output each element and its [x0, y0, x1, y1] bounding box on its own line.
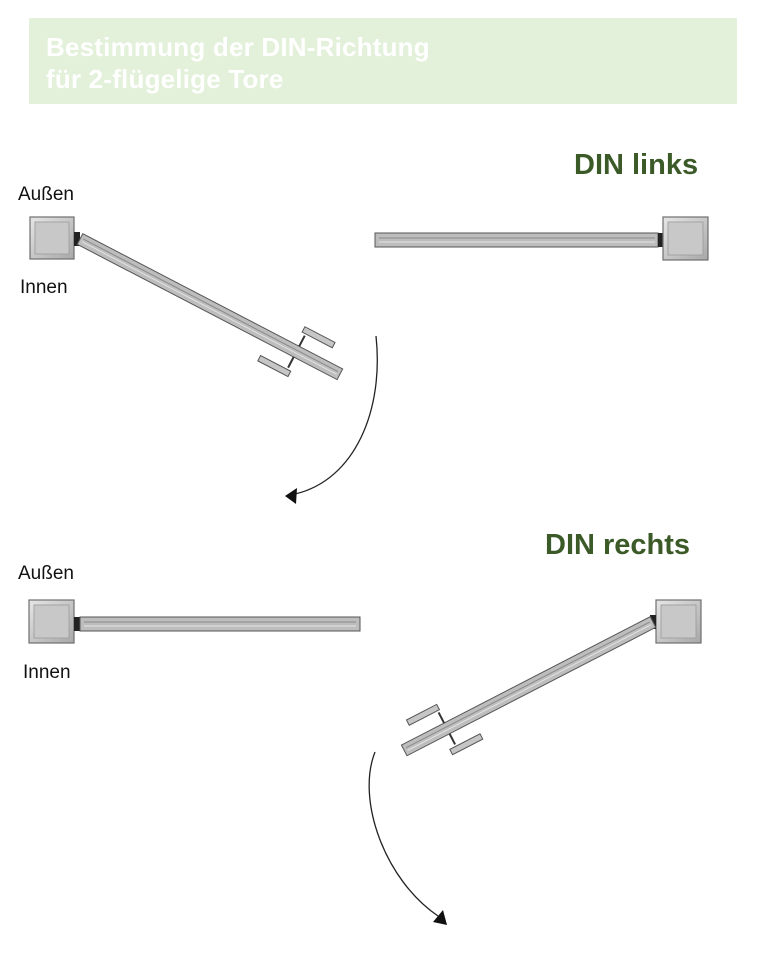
title-line-2: für 2-flügelige Tore: [46, 64, 284, 94]
inside-label-rechts: Innen: [23, 662, 71, 683]
gate-post-right-bottom: [650, 599, 702, 644]
gate-leaf-closed-top: [374, 232, 664, 248]
gate-post-left-bottom: [28, 599, 80, 644]
outside-label-rechts: Außen: [18, 563, 74, 584]
gate-leaf-open-bottom: [400, 615, 657, 757]
handle-top: [257, 326, 336, 378]
din-links-heading: DIN links: [574, 149, 699, 181]
gate-post-right-top: [662, 216, 709, 261]
gate-post-left-top: [29, 216, 80, 260]
inside-label-links: Innen: [20, 277, 68, 298]
gate-leaf-closed-bottom: [79, 616, 361, 632]
outside-label-links: Außen: [18, 184, 74, 205]
din-rechts-heading: DIN rechts: [545, 529, 691, 561]
swing-arc-arrow-top: [285, 335, 378, 504]
title-banner: Bestimmung der DIN-Richtung für 2-flügel…: [29, 18, 737, 104]
gate-leaf-open-top: [76, 233, 344, 381]
swing-arc-arrow-bottom: [368, 751, 447, 925]
handle-bottom: [405, 703, 484, 756]
title-line-1: Bestimmung der DIN-Richtung: [46, 32, 430, 62]
